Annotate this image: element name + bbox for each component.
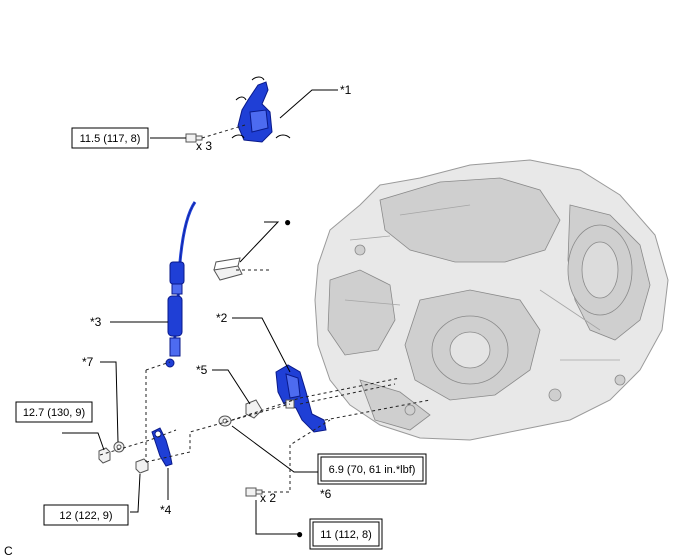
figure-code: C [4, 544, 13, 558]
quantity-x3: x 3 [196, 139, 212, 153]
part-3-shift-cable [165, 201, 197, 368]
callout-3: *3 [90, 315, 102, 329]
washer-6 [218, 415, 232, 427]
dot-mark-bolt: ● [296, 527, 303, 541]
torque-6-9: 6.9 (70, 61 in.*lbf) [329, 464, 416, 476]
torque-box-12-7: 12.7 (130, 9) [15, 401, 93, 423]
nut-12 [135, 458, 149, 474]
cable-clip [213, 257, 243, 281]
torque-11: 11 (112, 8) [320, 529, 372, 541]
part-4-control-lever [151, 427, 173, 467]
transaxle-assembly [314, 159, 669, 441]
quantity-x2: x 2 [260, 491, 276, 505]
torque-box-11: 11 (112, 8) [309, 518, 383, 550]
part-5-clip [245, 399, 263, 419]
callout-1: *1 [340, 83, 352, 97]
torque-12-7: 12.7 (130, 9) [23, 407, 85, 419]
callout-2: *2 [216, 311, 228, 325]
callout-7: *7 [82, 355, 94, 369]
torque-12: 12 (122, 9) [59, 510, 112, 522]
torque-box-12: 12 (122, 9) [43, 504, 129, 526]
bolt-x2-icon [245, 487, 263, 497]
part-2-cable-bracket [275, 364, 327, 433]
nut-12-7 [98, 447, 111, 464]
dot-mark-clip: ● [284, 215, 291, 229]
part-1-control-shaft-lever [231, 76, 291, 143]
part-7-washer [113, 441, 125, 453]
torque-box-6-9: 6.9 (70, 61 in.*lbf) [317, 453, 427, 485]
torque-box-11-5: 11.5 (117, 8) [71, 127, 149, 149]
callout-4: *4 [160, 503, 172, 517]
callout-6: *6 [320, 487, 332, 501]
torque-11-5: 11.5 (117, 8) [80, 133, 141, 145]
callout-5: *5 [196, 363, 208, 377]
